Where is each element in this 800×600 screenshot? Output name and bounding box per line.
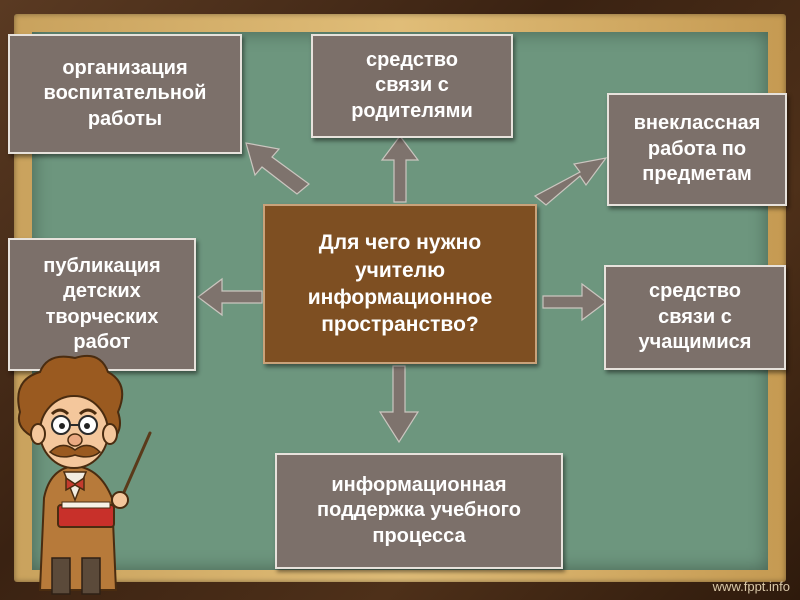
node-bottom-center: информационная поддержка учебного процес… xyxy=(275,453,563,569)
node-right-middle: средство связи с учащимися xyxy=(604,265,786,370)
node-top-left: организация воспитательной работы xyxy=(8,34,242,154)
node-left-middle: публикация детских творческих работ xyxy=(8,238,196,371)
arrow-to-left-middle xyxy=(197,277,263,317)
node-top-center-text: средство связи с родителями xyxy=(351,48,473,122)
node-right-middle-text: средство связи с учащимися xyxy=(638,280,752,354)
node-top-left-text: организация воспитательной работы xyxy=(43,56,207,130)
arrow-to-right-top xyxy=(533,157,608,206)
node-bottom-center-text: информационная поддержка учебного процес… xyxy=(317,473,521,547)
watermark: www.fppt.info xyxy=(712,579,790,594)
arrow-to-top-center xyxy=(380,135,420,203)
node-right-top-text: внеклассная работа по предметам xyxy=(633,112,761,186)
node-right-top: внеклассная работа по предметам xyxy=(607,93,787,206)
node-left-middle-text: публикация детских творческих работ xyxy=(43,254,161,353)
arrow-to-bottom-center xyxy=(378,365,420,444)
center-question-text: Для чего нужно учителю информационное пр… xyxy=(307,231,493,337)
arrow-to-right-middle xyxy=(542,282,607,322)
arrow-to-top-left xyxy=(245,142,310,195)
center-question-box: Для чего нужно учителю информационное пр… xyxy=(263,204,537,364)
pointer-stick xyxy=(119,431,152,501)
node-top-center: средство связи с родителями xyxy=(311,34,513,138)
